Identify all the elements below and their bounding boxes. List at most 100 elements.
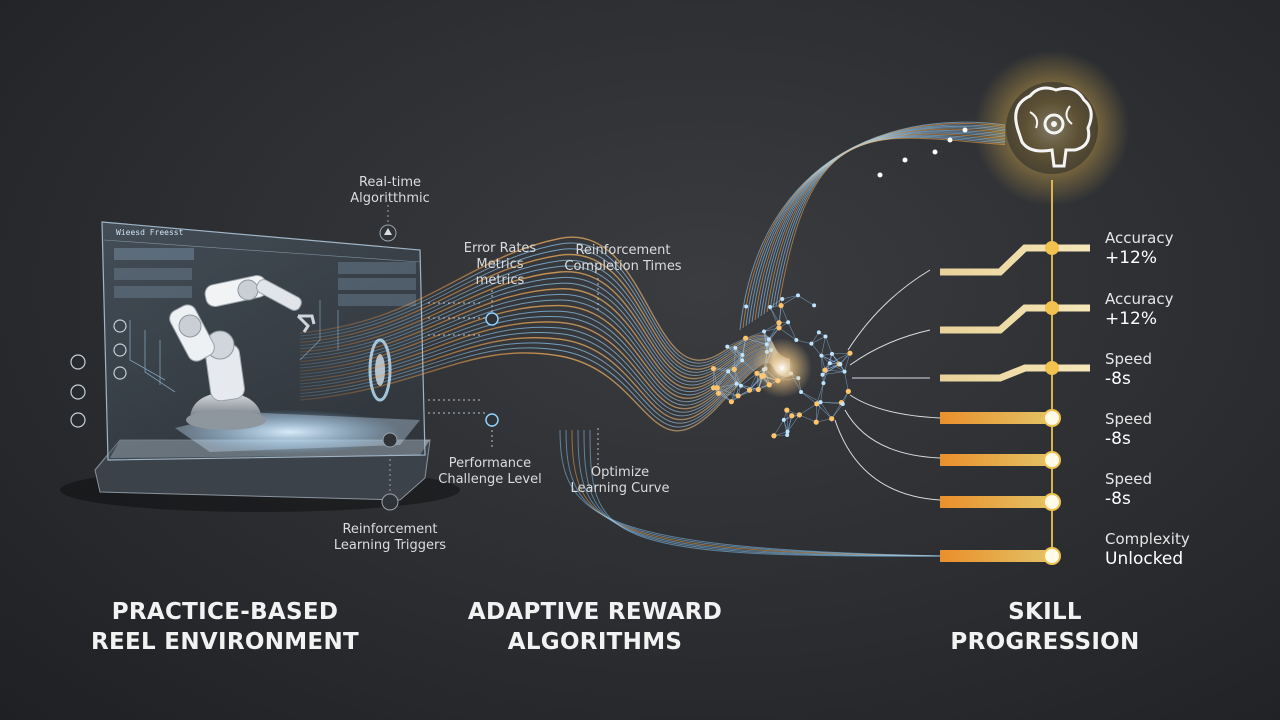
progress-step <box>940 364 1090 382</box>
section-title-skill: SKILL PROGRESSION <box>920 597 1170 657</box>
network-edge <box>799 414 817 423</box>
metric-accuracy-1: Accuracy +12% <box>1105 228 1255 269</box>
metric-complexity: Complexity Unlocked <box>1105 529 1255 570</box>
network-edge <box>831 352 850 355</box>
network-node <box>818 400 823 405</box>
network-node <box>733 345 738 350</box>
metric-name: Speed <box>1105 410 1153 428</box>
arc-line <box>778 137 1006 305</box>
network-node <box>735 393 741 399</box>
network-edge <box>713 368 735 370</box>
progress-bar <box>940 550 1050 562</box>
network-node <box>778 302 784 309</box>
network-edge <box>727 337 746 347</box>
stream-dot <box>902 157 908 163</box>
network-edge <box>717 371 729 388</box>
label-line: Learning Curve <box>570 481 670 496</box>
network-edge <box>778 327 797 341</box>
arc-line <box>751 127 1006 323</box>
network-edge <box>727 346 743 356</box>
network-node <box>822 367 828 373</box>
network-node <box>845 388 851 394</box>
network-edge <box>727 371 737 384</box>
network-node <box>795 293 800 298</box>
network-edge <box>829 363 845 372</box>
network-node <box>768 304 773 309</box>
network-node <box>776 325 782 331</box>
network-node <box>847 350 853 356</box>
network-node <box>840 402 845 407</box>
network-node <box>742 335 749 341</box>
network-edge <box>800 391 821 403</box>
network-node <box>725 344 730 349</box>
progress-node <box>1043 493 1061 511</box>
network-node <box>726 369 731 374</box>
network-edge <box>768 322 780 340</box>
network-node <box>710 365 717 372</box>
progress-node <box>1045 301 1059 315</box>
label-line: Optimize <box>590 465 650 480</box>
network-node <box>785 429 790 434</box>
progress-node <box>1043 409 1061 427</box>
return-line <box>577 429 941 557</box>
metric-accuracy-2: Accuracy +12% <box>1105 289 1255 330</box>
network-edge <box>811 336 826 344</box>
network-edge <box>821 355 823 375</box>
network-node <box>762 329 767 334</box>
network-edge <box>727 360 743 372</box>
network-edge <box>825 369 845 372</box>
network-node <box>728 399 734 405</box>
network-node <box>816 330 821 335</box>
section-line: PROGRESSION <box>950 629 1140 655</box>
network-edge <box>773 419 785 436</box>
network-edge <box>816 383 824 404</box>
label-line: Real-time <box>358 175 422 190</box>
network-edge <box>734 354 743 370</box>
arc-line <box>775 136 1006 307</box>
label-line: Error Rates <box>463 241 537 256</box>
metric-value: Unlocked <box>1105 549 1184 569</box>
ladder-feeders <box>834 269 941 501</box>
robot-arm-icon <box>169 274 316 430</box>
return-line <box>559 429 941 557</box>
network-edge <box>727 354 743 372</box>
section-title-practice: PRACTICE-BASED REEL ENVIRONMENT <box>60 597 390 657</box>
label-line: Learning Triggers <box>333 538 447 553</box>
network-node <box>842 369 847 374</box>
network-edge <box>763 322 780 332</box>
stream-line <box>299 248 791 367</box>
section-line: PRACTICE-BASED <box>111 599 339 625</box>
network-node <box>796 412 802 418</box>
network-edge <box>820 383 824 403</box>
network-edge <box>778 305 782 323</box>
network-edge <box>745 337 767 345</box>
network-node <box>819 353 824 358</box>
network-edge <box>782 295 799 300</box>
return-line <box>571 429 941 557</box>
stream-dot <box>962 127 968 133</box>
label-line: Reinforcement <box>575 243 671 258</box>
progress-step <box>940 304 1090 334</box>
label-reinforcement-triggers: Reinforcement Learning Triggers <box>320 522 460 554</box>
network-node <box>738 383 743 388</box>
label-performance-challenge: Performance Challenge Level <box>425 456 555 488</box>
shield-icon <box>382 432 398 448</box>
network-edge <box>717 387 739 397</box>
network-edge <box>822 363 841 375</box>
network-edge <box>769 298 783 308</box>
section-title-adaptive: ADAPTIVE REWARD ALGORITHMS <box>440 597 750 657</box>
network-node <box>734 381 739 386</box>
network-node <box>784 407 790 413</box>
return-line <box>589 429 941 557</box>
hud-screen <box>101 221 426 461</box>
network-node <box>710 385 717 391</box>
network-edge <box>823 363 831 384</box>
network-edge <box>829 352 851 364</box>
label-reinforcement-completion: Reinforcement Completion Times <box>548 243 698 275</box>
network-edge <box>844 371 849 392</box>
stream-dot <box>932 149 938 155</box>
network-node <box>740 358 745 363</box>
network-node <box>771 433 777 439</box>
network-edge <box>745 331 765 339</box>
